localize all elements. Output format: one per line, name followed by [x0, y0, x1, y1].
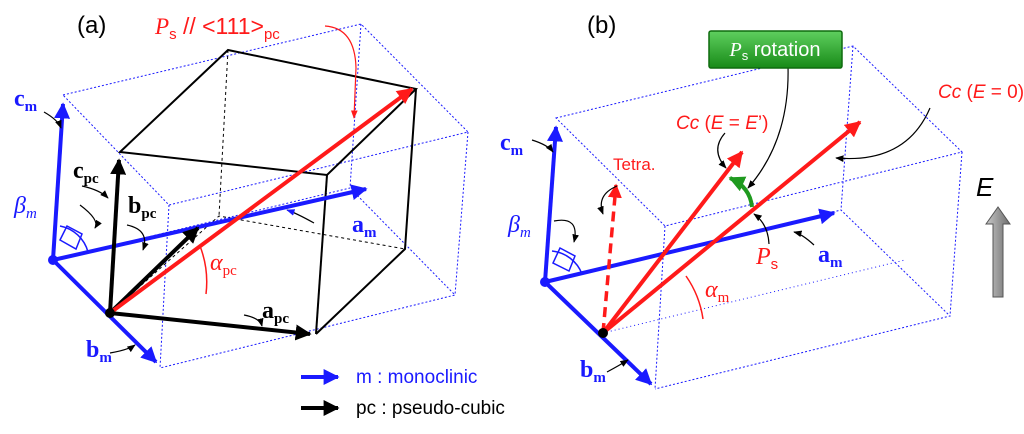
legend: m : monoclinic pc : pseudo-cubic [301, 367, 505, 419]
field-arrow [985, 206, 1011, 298]
tetra-arrow [601, 183, 622, 334]
monoclinic-cell-a [52, 23, 469, 369]
label-a-m-a: am [352, 212, 377, 241]
label-alpha-m-b: αm [705, 277, 730, 306]
panel-a-label: (a) [77, 12, 106, 39]
label-alpha-pc: αpc [210, 250, 237, 279]
label-b-m-a: bm [86, 337, 112, 366]
callouts-a [43, 111, 315, 354]
ps-direction-note: Ps // <111>pc [154, 13, 280, 43]
origin-dot-blue [48, 255, 58, 265]
monoclinic-axes-b [543, 125, 836, 386]
monoclinic-cell-b [544, 45, 963, 390]
origin-dot-black-b [598, 328, 608, 338]
panel-b-label: (b) [587, 12, 616, 39]
label-b-pc: bpc [128, 193, 157, 222]
alpha-arc-b [685, 275, 704, 320]
ps-rotation-label: Ps rotation [729, 39, 821, 63]
cc-e0-label: Cc (E = 0) [938, 82, 1024, 103]
pseudo-cubic-axes [108, 158, 312, 341]
monoclinic-axes-a [51, 102, 368, 364]
panel-b: Ps rotation (b) Cc (E = 0) Cc (E = E’) T… [500, 12, 1024, 390]
polarization-arrow-a [108, 87, 414, 315]
ps-note-pointer [324, 25, 358, 119]
rotation-arc [728, 176, 754, 208]
origin-dot-blue-b [540, 277, 550, 287]
tetra-label: Tetra. [613, 155, 656, 174]
label-ps-b: Ps [755, 244, 778, 273]
label-b-m-b: bm [580, 357, 606, 386]
panel-a: (a) Ps // <111>pc cm cpc bpc am apc bm β… [13, 12, 469, 369]
callouts-b [531, 65, 931, 373]
label-c-pc: cpc [73, 158, 99, 187]
cc-e-zero-arrow [601, 120, 862, 335]
ps-rotation-box: Ps rotation [708, 30, 843, 69]
legend-monoclinic: m : monoclinic [356, 367, 477, 388]
label-c-m-b: cm [500, 130, 524, 159]
alpha-arc [199, 245, 208, 295]
beta-arc [59, 225, 89, 253]
beta-arc-inner [59, 224, 83, 251]
field-e-label: E [976, 172, 994, 202]
cc-e-prime-label: Cc (E = E’) [676, 113, 768, 134]
beta-arc-inner-b [552, 246, 576, 273]
label-c-m-a: cm [14, 86, 38, 115]
label-beta-m-b: βm [507, 212, 531, 241]
cc-e-prime-arrow [601, 150, 744, 335]
beta-arc-b [551, 250, 583, 275]
origin-dot-black [105, 308, 115, 318]
legend-pseudo-cubic: pc : pseudo-cubic [356, 398, 505, 419]
label-a-m-b: am [818, 242, 843, 271]
label-a-pc: apc [262, 298, 289, 327]
label-beta-m-a: βm [13, 193, 37, 222]
